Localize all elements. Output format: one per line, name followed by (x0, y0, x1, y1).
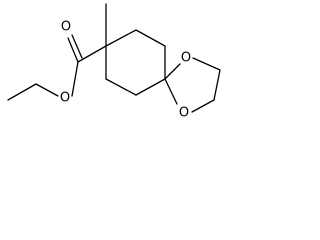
ring-oxygen-top-label: O (181, 51, 191, 66)
bond-ring-5 (105, 78, 137, 96)
carbonyl-oxygen-label: O (61, 20, 71, 35)
bond-carbonyl-double-a (67, 37, 79, 63)
bond-carbonyl-quaternary (77, 45, 107, 63)
bond-ring-2 (135, 29, 166, 47)
bond-ring-1 (105, 29, 137, 47)
ring-oxygen-bottom-label: O (179, 106, 189, 121)
structure-diagram: O O O O (0, 0, 247, 132)
bond-ethyl-ch3-ch2 (7, 83, 37, 101)
bond-spiro-o-top (164, 63, 181, 80)
bond-dioxolane-o-top-ch2 (192, 57, 221, 71)
bond-ring-4 (135, 78, 166, 96)
bond-ethyl-ch2-o (35, 83, 59, 97)
bond-spiro-o-bottom (164, 78, 178, 105)
ester-oxygen-label: O (60, 91, 70, 106)
bond-carbonyl-double-b (71, 34, 83, 59)
molecule-drawing: O O O O (7, 3, 221, 121)
bond-ester-o-carbonyl-c (71, 61, 79, 97)
bond-dioxolane-ch2-o-bottom (191, 99, 215, 113)
bond-dioxolane-ch2-ch2 (213, 69, 221, 101)
